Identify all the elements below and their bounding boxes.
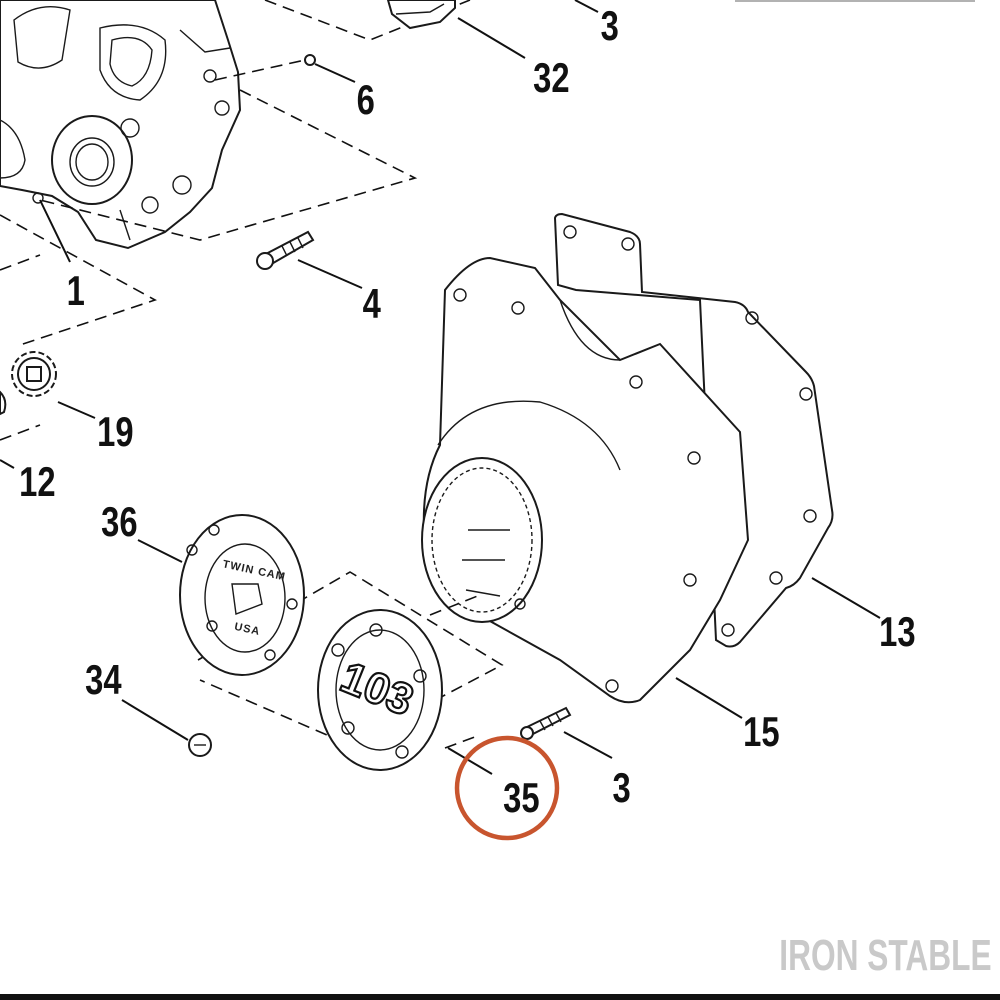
callout-32: 32 [533,54,569,101]
part-19-sprocket [11,351,57,397]
part-4-bolt [256,230,315,270]
callout-3-bottom: 3 [613,764,631,811]
callout-labels: 3 32 6 1 4 19 12 36 13 34 15 3 35 [19,2,915,821]
cover-usa-text: USA [233,621,261,638]
callout-13: 13 [879,608,915,655]
callout-6: 6 [357,76,375,123]
highlight-circle [454,735,560,841]
engine-case-part [0,0,242,250]
callout-1: 1 [67,267,85,314]
watermark-text: IRON STABLE [779,931,991,980]
part-6-dowel [304,54,316,66]
part-3-bolt [520,706,572,740]
callout-34: 34 [85,656,121,703]
part-32-fitting [386,0,456,30]
callout-15: 15 [743,708,779,755]
part-35-103-cover: 103 [317,609,443,771]
callout-4: 4 [363,280,381,327]
assembly-lines-top [0,0,471,441]
part-36-twin-cam-cover: TWIN CAM USA [179,514,305,676]
part-34-screw [188,733,212,757]
callout-36: 36 [101,498,137,545]
callout-3-top: 3 [601,2,619,49]
leader-lines [0,0,881,775]
bottom-bar [0,994,1000,1000]
part-13-gasket [553,212,834,648]
part-12-edge [0,390,7,416]
part-15-cover [421,256,750,704]
callout-12: 12 [19,458,55,505]
callout-35: 35 [503,774,539,821]
callout-19: 19 [97,408,133,455]
